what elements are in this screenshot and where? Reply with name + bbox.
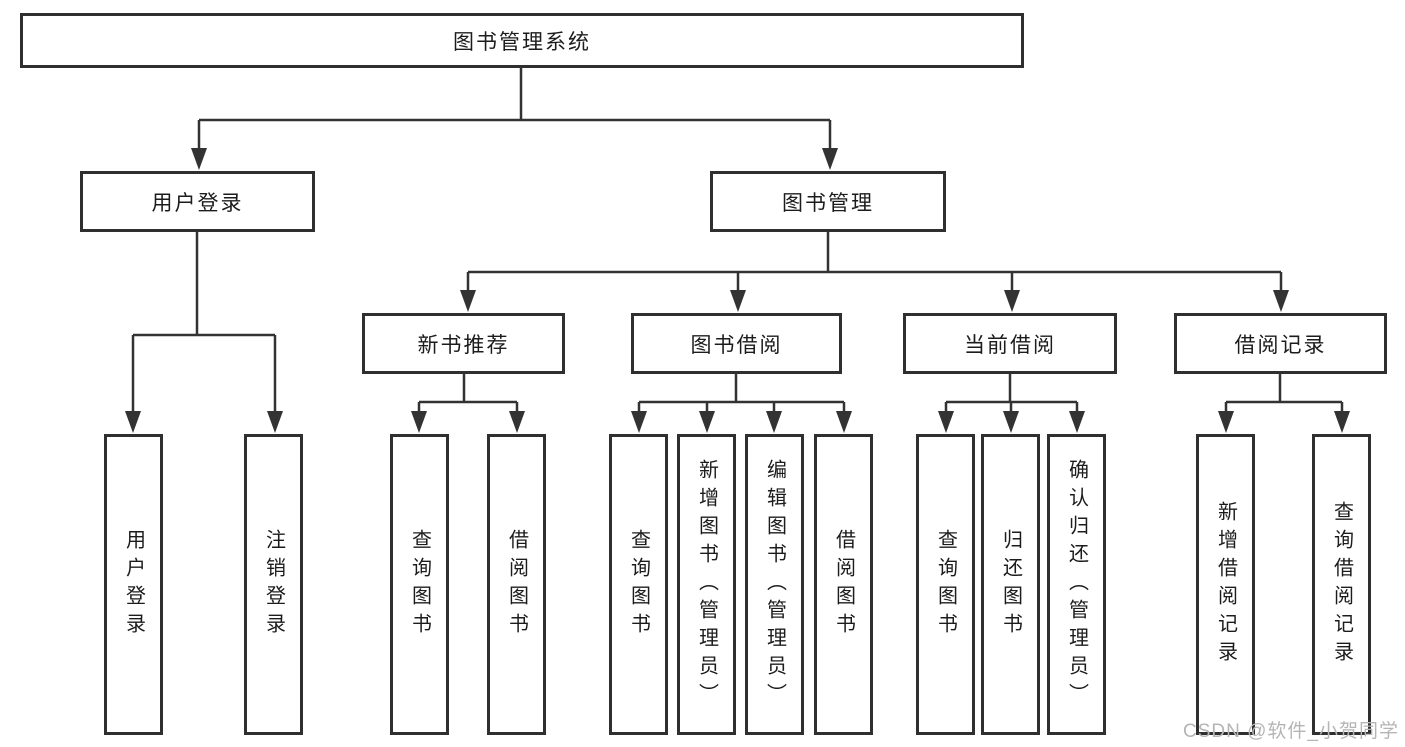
- csdn-watermark: CSDN @软件_小贺同学: [1183, 721, 1399, 742]
- node-label: 编辑图书（管理员）: [763, 458, 786, 711]
- node-book-management: 图书管理: [710, 171, 946, 232]
- node-user-login-branch: 用户登录: [80, 171, 315, 232]
- node-leaf-user-login: 用户登录: [104, 434, 163, 735]
- node-label: 查询图书: [934, 528, 957, 641]
- node-label: 查询借阅记录: [1330, 500, 1353, 669]
- node-leaf-br-query-record: 查询借阅记录: [1312, 434, 1371, 735]
- node-label: 注销登录: [262, 528, 285, 641]
- node-label: 新增图书（管理员）: [695, 458, 718, 711]
- node-borrow-records: 借阅记录: [1174, 313, 1387, 374]
- node-leaf-logout: 注销登录: [244, 434, 303, 735]
- node-leaf-cb-query-books: 查询图书: [916, 434, 975, 735]
- node-label: 归还图书: [999, 528, 1022, 641]
- node-label: 用户登录: [122, 528, 145, 641]
- node-new-book-recommend: 新书推荐: [362, 313, 565, 374]
- node-book-borrow: 图书借阅: [631, 313, 842, 374]
- node-leaf-br-add-record: 新增借阅记录: [1196, 434, 1255, 735]
- node-label: 查询图书: [408, 528, 431, 641]
- node-label: 借阅图书: [832, 528, 855, 641]
- node-root-library-system: 图书管理系统: [20, 13, 1024, 68]
- node-leaf-nbr-query-books: 查询图书: [390, 434, 449, 735]
- node-current-borrow: 当前借阅: [903, 313, 1117, 374]
- node-leaf-nbr-borrow-books: 借阅图书: [487, 434, 546, 735]
- node-leaf-bb-edit-books-admin: 编辑图书（管理员）: [745, 434, 804, 735]
- node-label: 借阅图书: [505, 528, 528, 641]
- node-leaf-bb-borrow-books: 借阅图书: [814, 434, 873, 735]
- node-leaf-bb-query-books: 查询图书: [609, 434, 668, 735]
- node-leaf-cb-return-books: 归还图书: [981, 434, 1040, 735]
- node-label: 确认归还（管理员）: [1065, 458, 1088, 711]
- node-label: 新增借阅记录: [1214, 500, 1237, 669]
- node-label: 查询图书: [627, 528, 650, 641]
- node-leaf-cb-confirm-return-admin: 确认归还（管理员）: [1047, 434, 1106, 735]
- node-leaf-bb-add-books-admin: 新增图书（管理员）: [677, 434, 736, 735]
